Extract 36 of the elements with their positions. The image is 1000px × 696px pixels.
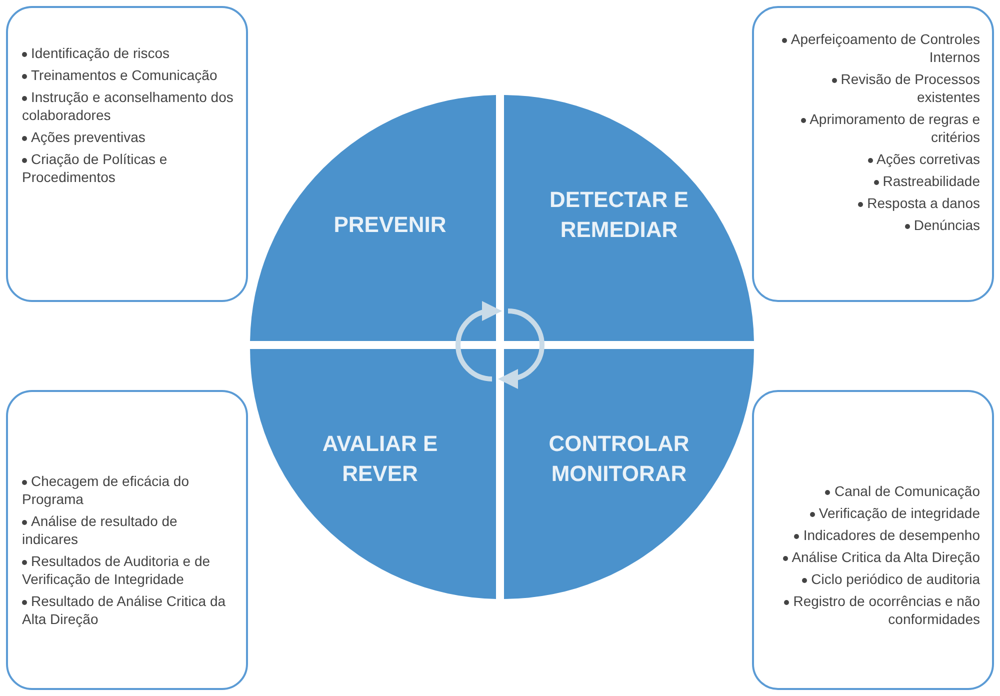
bullet-item: Identificação de riscos [22,44,236,62]
bullet-item: Canal de Comunicação [766,482,980,500]
bullet-item: Checagem de eficácia do Programa [22,472,236,508]
bullet-item: Resultados de Auditoria e de Verificação de Integridade [22,552,236,588]
bullet-item: Criação de Políticas e Procedimentos [22,150,236,186]
bullet-item: Registro de ocorrências e não conformidades [766,592,980,628]
curved-arrow [456,302,502,382]
bullet-item: Verificação de integridade [766,504,980,522]
quadrant-title: AVALIAR E REVER [321,430,439,488]
bullet-item: Treinamentos e Comunicação [22,66,236,84]
bullet-item: Aperfeiçoamento de Controles Internos [766,30,980,66]
bullet-item: Ações preventivas [22,128,236,146]
quadrant-segment [504,95,754,341]
bullet-item: Ciclo periódico de auditoria [766,570,980,588]
bullet-item: Análise Critica da Alta Direção [766,548,980,566]
bullet-item: Instrução e aconselhamento dos colaboradores [22,88,236,124]
quadrant-title: PREVENIR [332,211,448,239]
rounded-box [752,6,994,302]
bullet-item: Ações corretivas [766,150,980,168]
bullet-item: Rastreabilidade [766,172,980,190]
rounded-box [6,6,248,302]
bullet-item: Aprimoramento de regras e critérios [766,110,980,146]
bullet-item: Análise de resultado de indicares [22,512,236,548]
bullet-item: Resposta a danos [766,194,980,212]
quadrant-segment [250,95,496,341]
rounded-box [752,390,994,690]
quadrant-segment [250,349,496,599]
quadrant-title: CONTROLAR MONITORAR [548,430,690,488]
bullet-item: Revisão de Processos existentes [766,70,980,106]
bullet-item: Indicadores de desempenho [766,526,980,544]
bullet-item: Denúncias [766,216,980,234]
bullet-item: Resultado de Análise Critica da Alta Direção [22,592,236,628]
rounded-box [6,390,248,690]
quadrant-title: DETECTAR E REMEDIAR [548,186,690,244]
curved-arrow [498,308,544,388]
quadrant-segment [504,349,754,599]
